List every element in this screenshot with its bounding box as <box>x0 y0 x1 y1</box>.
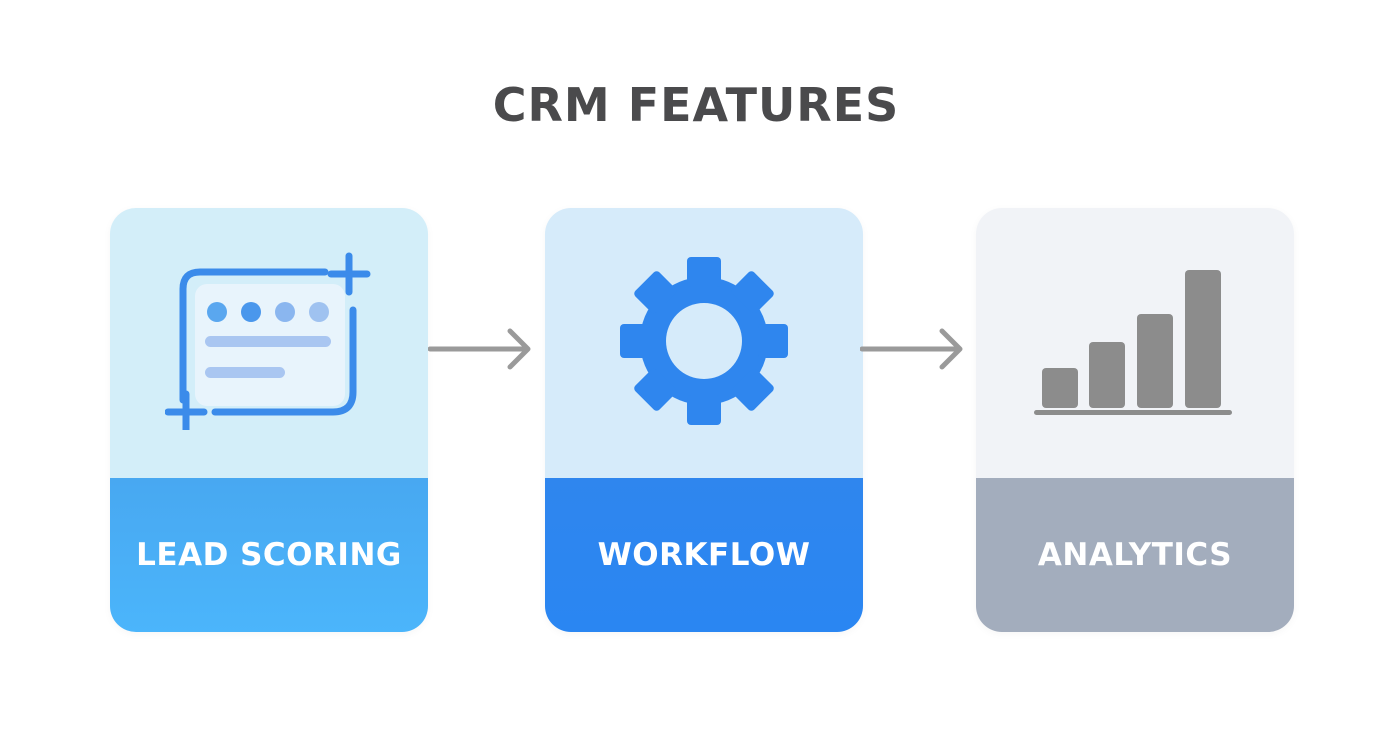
gear-icon <box>620 257 788 425</box>
card-analytics: ANALYTICS <box>976 208 1294 632</box>
lead-card-icon <box>165 252 371 430</box>
card-lead-scoring-top <box>110 208 428 478</box>
card-analytics-top <box>976 208 1294 478</box>
arrow-right-icon <box>860 328 963 370</box>
bar-chart-icon <box>1034 270 1232 415</box>
card-workflow-label: WORKFLOW <box>597 537 811 573</box>
card-workflow: WORKFLOW <box>545 208 863 632</box>
arrow-right-icon <box>428 328 531 370</box>
diagram-title: CRM FEATURES <box>492 78 900 132</box>
card-lead-scoring-label: LEAD SCORING <box>136 537 402 573</box>
card-analytics-label-area: ANALYTICS <box>976 478 1294 632</box>
card-analytics-label: ANALYTICS <box>1037 537 1233 573</box>
card-workflow-top <box>545 208 863 478</box>
card-lead-scoring-label-area: LEAD SCORING <box>110 478 428 632</box>
card-lead-scoring: LEAD SCORING <box>110 208 428 632</box>
card-workflow-label-area: WORKFLOW <box>545 478 863 632</box>
